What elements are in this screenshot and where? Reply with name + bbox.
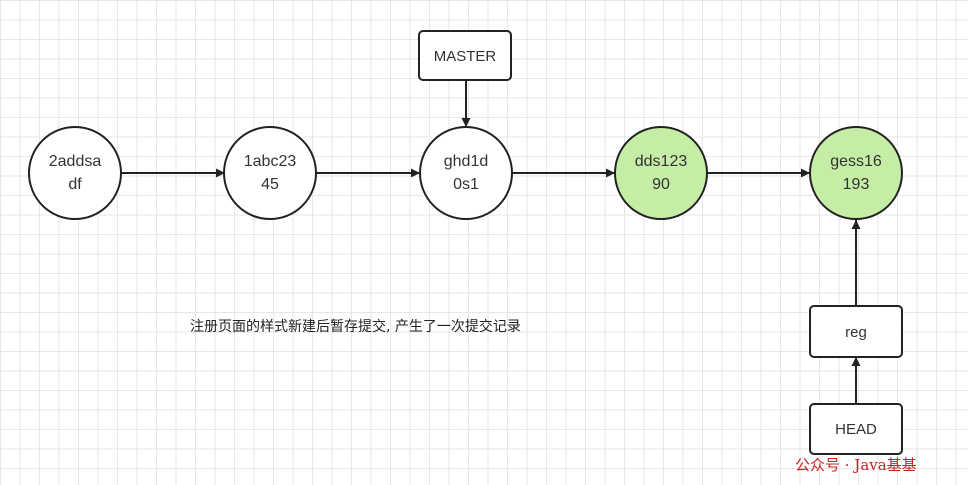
commit-hash-line1: 1abc23: [244, 153, 297, 170]
commit-hash-line2: 0s1: [453, 176, 479, 193]
branch-box-master: MASTER: [418, 30, 512, 81]
commit-hash-line1: ghd1d: [444, 153, 489, 170]
commit-hash-line2: 193: [843, 176, 870, 193]
ref-box-rect: [809, 305, 903, 358]
commit-caption: 注册页面的样式新建后暂存提交, 产生了一次提交记录: [190, 319, 521, 335]
commit-node-circle-highlighted: [614, 126, 708, 220]
head-label: HEAD: [835, 421, 877, 438]
head-box-rect: [809, 403, 903, 455]
watermark: 公众号 · Java基基: [795, 456, 917, 474]
commit-hash-line1: dds123: [635, 153, 688, 170]
commit-node-dds12390: dds123 90: [614, 126, 708, 220]
commit-node-circle-highlighted: [809, 126, 903, 220]
commit-node-circle: [28, 126, 122, 220]
commit-hash-line2: 90: [652, 176, 670, 193]
branch-label-master: MASTER: [434, 48, 497, 65]
head-box: HEAD: [809, 403, 903, 455]
commit-hash-line1: 2addsa: [49, 153, 102, 170]
branch-box-rect: [418, 30, 512, 81]
commit-node-1abc2345: 1abc23 45: [223, 126, 317, 220]
ref-box-reg: reg: [809, 305, 903, 358]
commit-node-gess16193: gess16 193: [809, 126, 903, 220]
ref-label-reg: reg: [845, 324, 867, 341]
commit-hash-line1: gess16: [830, 153, 882, 170]
commit-node-circle: [223, 126, 317, 220]
commit-node-ghd1d0s1: ghd1d 0s1: [419, 126, 513, 220]
commit-node-2addsadf: 2addsa df: [28, 126, 122, 220]
commit-node-circle: [419, 126, 513, 220]
commit-hash-line2: 45: [261, 176, 279, 193]
commit-hash-line2: df: [68, 176, 82, 193]
